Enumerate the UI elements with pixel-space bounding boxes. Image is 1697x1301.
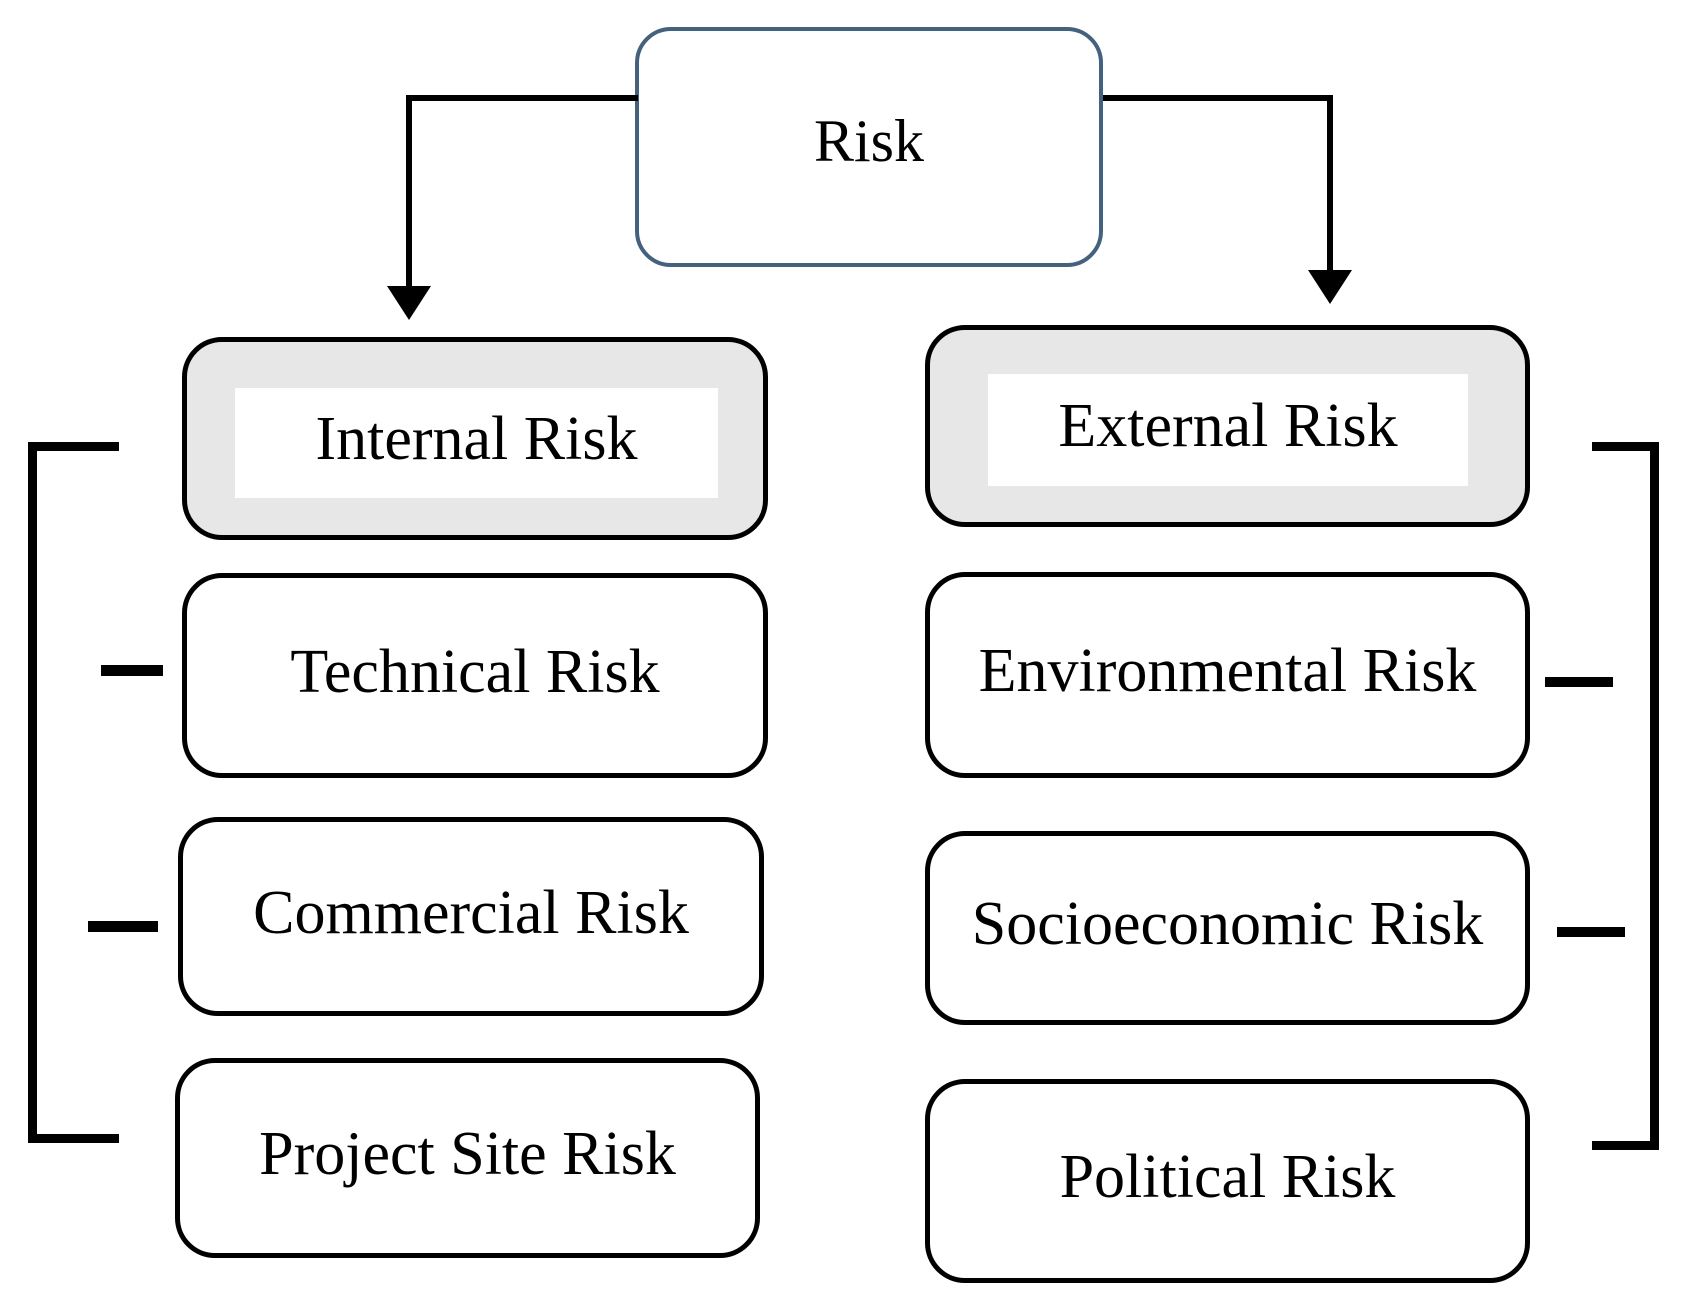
arrow-down-icon xyxy=(387,286,431,320)
left-dash-to-technical-risk xyxy=(101,665,163,676)
right-dash-to-socioeconomic-risk xyxy=(1557,927,1625,937)
technical-risk-box: Technical Risk xyxy=(182,573,768,778)
external-risk-label-highlight: External Risk xyxy=(988,374,1468,486)
right-branch-connector-horizontal xyxy=(1103,95,1333,101)
commercial-risk-label: Commercial Risk xyxy=(253,878,689,947)
risk-root-box: Risk xyxy=(635,27,1103,267)
right-branch-connector-vertical xyxy=(1327,95,1333,273)
project-site-risk-box: Project Site Risk xyxy=(175,1058,760,1258)
environmental-risk-box: Environmental Risk xyxy=(925,572,1530,778)
right-dash-to-environmental-risk xyxy=(1545,677,1613,687)
left-branch-connector-vertical xyxy=(406,95,412,289)
right-bracket-bottom-arm xyxy=(1592,1141,1659,1150)
left-bracket-vertical-line xyxy=(28,442,37,1143)
right-bracket-vertical-line xyxy=(1650,442,1659,1150)
left-branch-connector-horizontal xyxy=(406,95,638,101)
left-bracket-bottom-arm xyxy=(28,1134,119,1143)
socioeconomic-risk-box: Socioeconomic Risk xyxy=(925,831,1530,1025)
left-dash-to-commercial-risk xyxy=(88,921,158,932)
political-risk-label: Political Risk xyxy=(1059,1143,1396,1211)
internal-risk-label-highlight: Internal Risk xyxy=(235,388,718,498)
commercial-risk-box: Commercial Risk xyxy=(178,817,764,1016)
socioeconomic-risk-label: Socioeconomic Risk xyxy=(971,890,1484,958)
project-site-risk-label: Project Site Risk xyxy=(259,1120,676,1188)
left-bracket-top-arm xyxy=(28,442,119,451)
right-bracket-top-arm xyxy=(1592,442,1659,451)
technical-risk-label: Technical Risk xyxy=(290,637,660,706)
internal-risk-category-box: Internal Risk xyxy=(182,337,768,540)
political-risk-box: Political Risk xyxy=(925,1079,1530,1283)
environmental-risk-label: Environmental Risk xyxy=(978,637,1477,705)
risk-root-label: Risk xyxy=(813,108,925,174)
external-risk-label: External Risk xyxy=(1058,392,1398,460)
internal-risk-label: Internal Risk xyxy=(315,405,638,473)
arrow-down-icon xyxy=(1308,270,1352,304)
external-risk-category-box: External Risk xyxy=(925,325,1530,527)
